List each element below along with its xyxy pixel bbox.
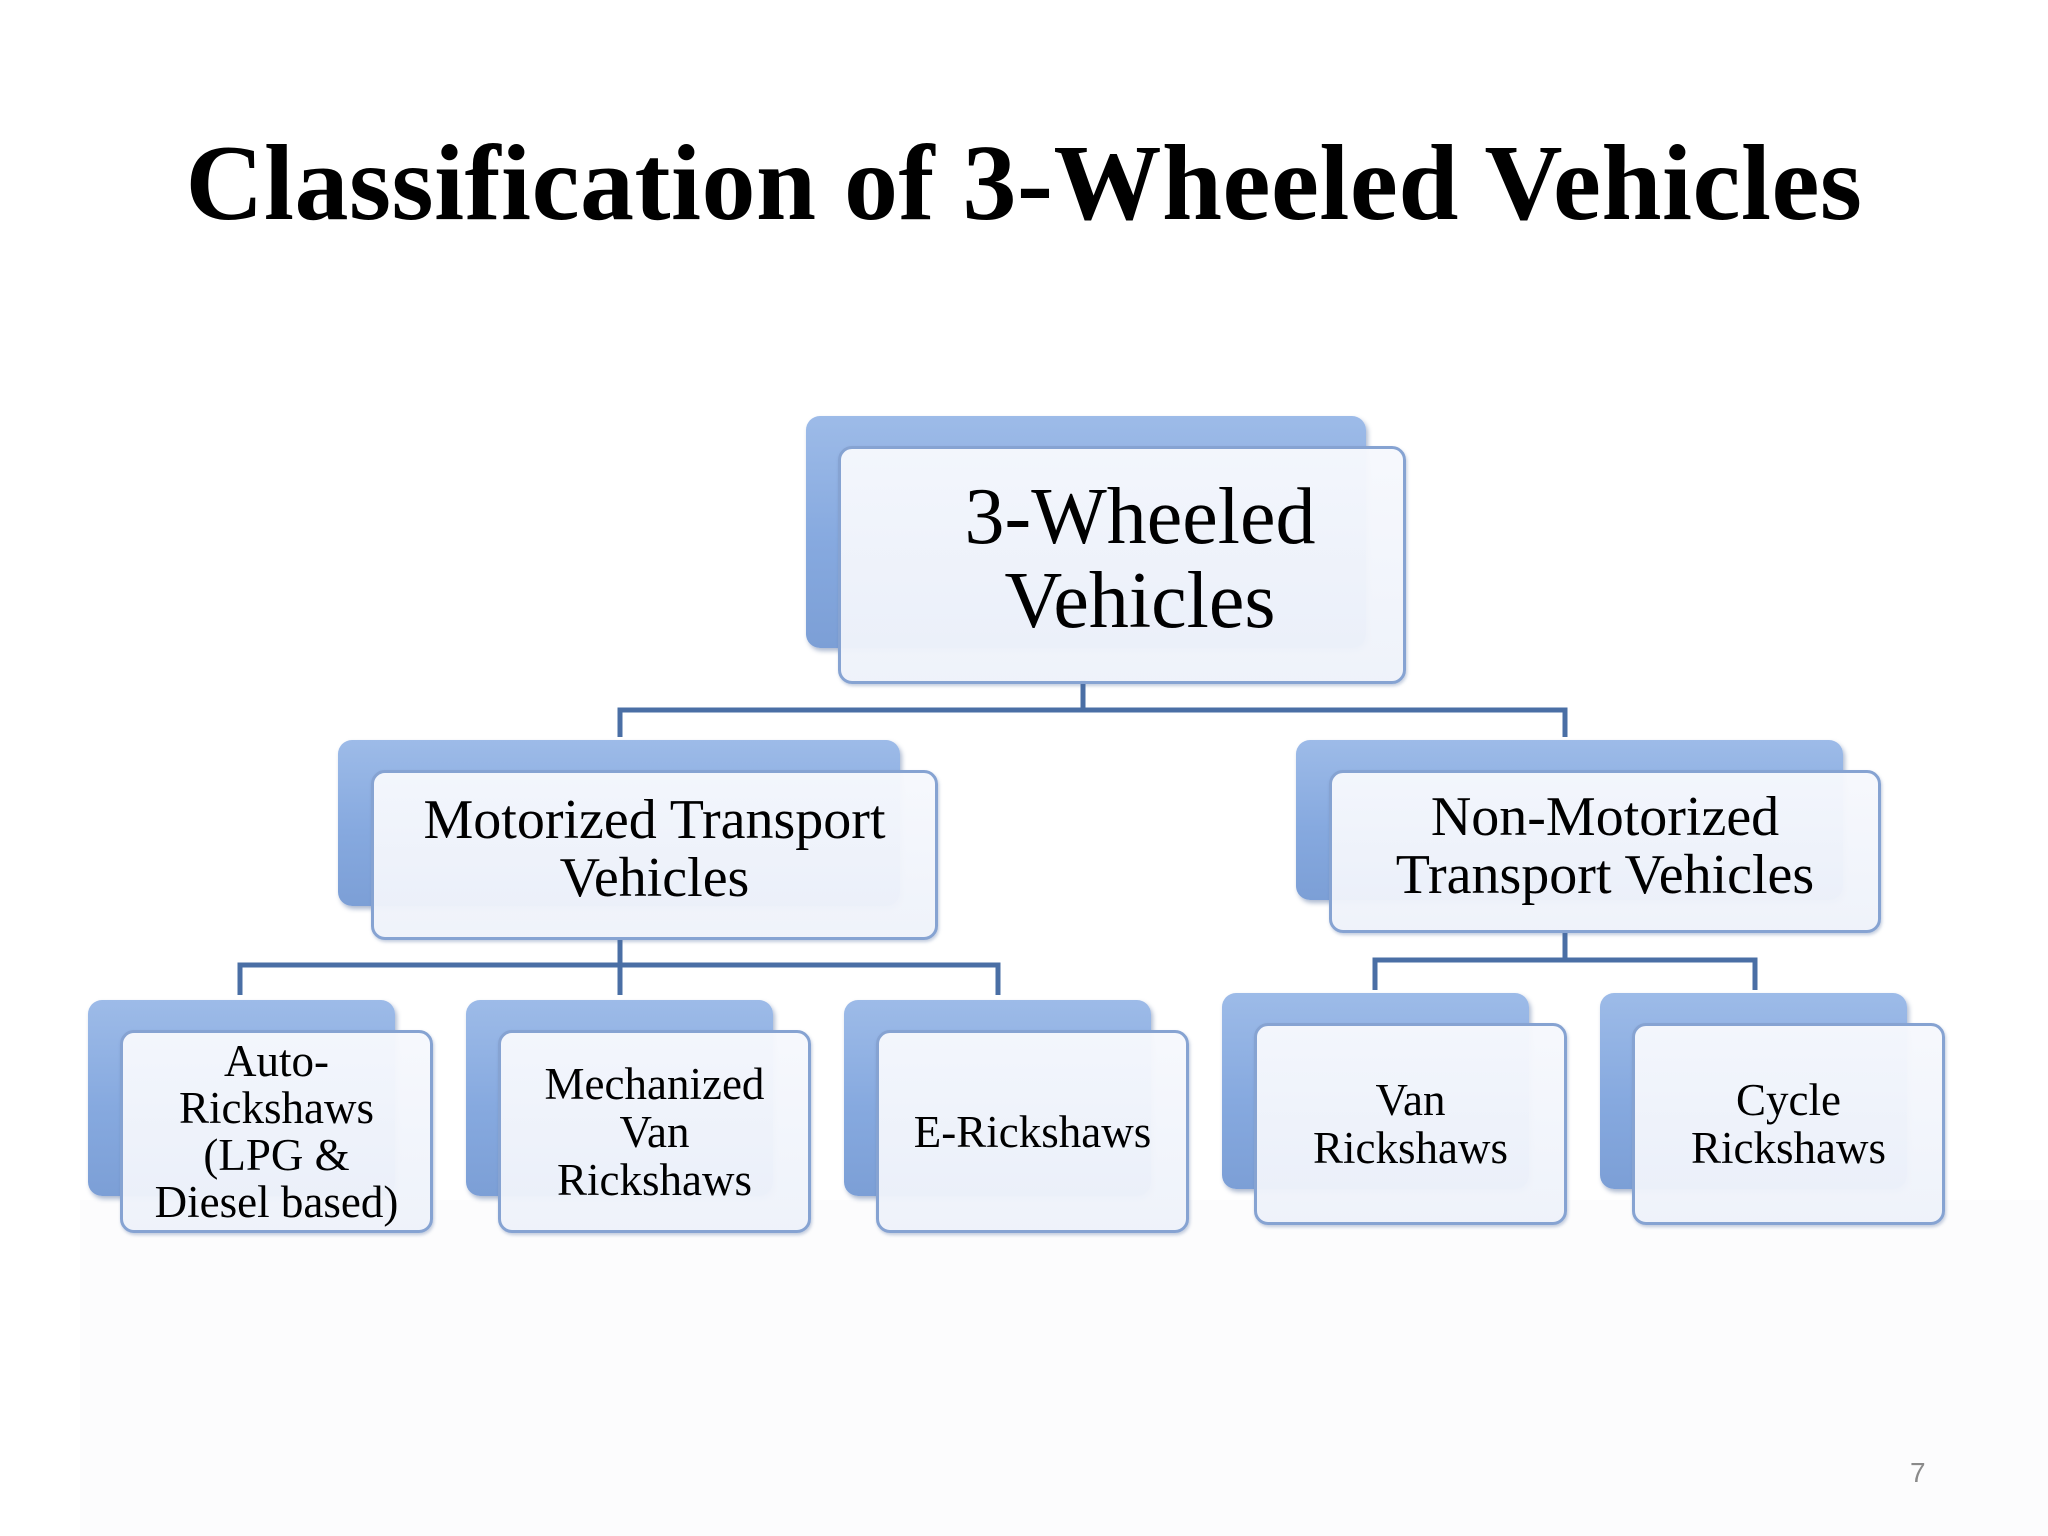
node-non-motorized-box: Non-Motorized Transport Vehicles — [1329, 770, 1881, 933]
connector-level2-bar — [617, 707, 1568, 737]
node-e-rickshaws-label: E-Rickshaws — [913, 1106, 1152, 1157]
node-root-box: 3-Wheeled Vehicles — [838, 446, 1406, 684]
node-cycle-rickshaws-box: Cycle Rickshaws — [1632, 1023, 1945, 1225]
node-mechanized-van-rickshaws: Mechanized Van Rickshaws — [466, 1000, 811, 1233]
node-van-rickshaws-label: Van Rickshaws — [1313, 1075, 1508, 1173]
node-e-rickshaws: E-Rickshaws — [844, 1000, 1189, 1233]
node-auto-rickshaws: Auto- Rickshaws (LPG & Diesel based) — [88, 1000, 433, 1233]
page-number: 7 — [1910, 1457, 1926, 1488]
node-motorized-box: Motorized Transport Vehicles — [371, 770, 938, 940]
node-non-motorized-label: Non-Motorized Transport Vehicles — [1395, 785, 1815, 906]
node-mechanized-van-rickshaws-box: Mechanized Van Rickshaws — [498, 1030, 811, 1233]
node-motorized-label: Motorized Transport Vehicles — [423, 789, 886, 909]
node-mechanized-van-rickshaws-label: Mechanized Van Rickshaws — [544, 1058, 765, 1205]
node-cycle-rickshaws: Cycle Rickshaws — [1600, 993, 1945, 1225]
node-cycle-rickshaws-label: Cycle Rickshaws — [1691, 1075, 1886, 1173]
node-auto-rickshaws-box: Auto- Rickshaws (LPG & Diesel based) — [120, 1030, 433, 1233]
connector-nonmotorized-bar — [1372, 957, 1758, 990]
slide-background — [80, 1200, 2048, 1536]
node-van-rickshaws-box: Van Rickshaws — [1254, 1023, 1567, 1225]
node-motorized: Motorized Transport Vehicles — [338, 740, 938, 940]
node-auto-rickshaws-label: Auto- Rickshaws (LPG & Diesel based) — [154, 1035, 399, 1227]
slide-title: Classification of 3-Wheeled Vehicles — [185, 124, 1863, 243]
node-e-rickshaws-box: E-Rickshaws — [876, 1030, 1189, 1233]
node-non-motorized: Non-Motorized Transport Vehicles — [1296, 740, 1881, 933]
node-root-label: 3-Wheeled Vehicles — [964, 473, 1316, 645]
node-van-rickshaws: Van Rickshaws — [1222, 993, 1567, 1225]
node-root: 3-Wheeled Vehicles — [806, 416, 1406, 684]
